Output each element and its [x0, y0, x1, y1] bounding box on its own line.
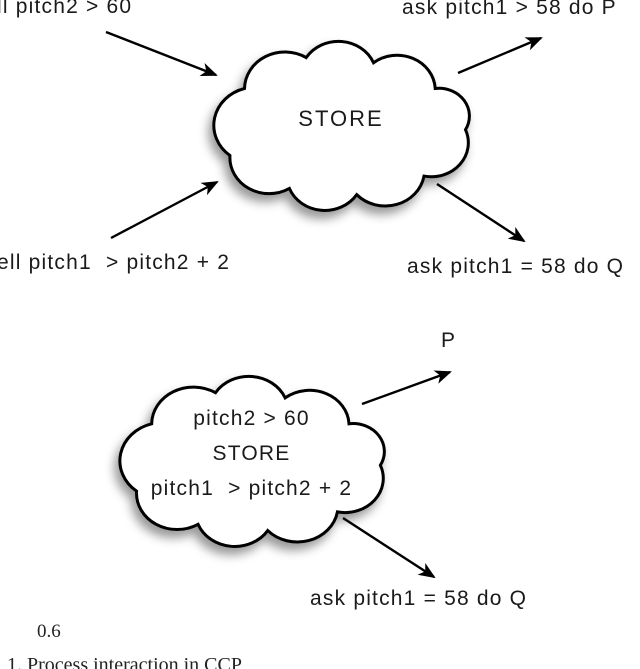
cloud-outline	[120, 376, 384, 546]
page-number-fragment: 0.6	[37, 621, 61, 642]
arrow-store2-to-ask-q	[342, 516, 436, 579]
label-process-p: P	[441, 329, 457, 352]
arrow-tell-pitch1-into-store	[110, 180, 219, 240]
label-tell-pitch2: ll pitch2 > 60	[0, 0, 133, 18]
figure-caption-fragment: 1. Process interaction in CCP	[7, 654, 242, 669]
store-label-1: STORE	[298, 105, 384, 131]
store-cloud-1	[212, 38, 470, 207]
arrow-tell-pitch2-into-store	[105, 30, 218, 77]
label-ask-pitch1-do-q: ask pitch1 = 58 do Q	[407, 255, 625, 278]
label-ask-pitch1-do-p: ask pitch1 > 58 do P	[402, 0, 617, 19]
arrow-store2-to-p	[361, 370, 452, 406]
store-cloud-2-text: pitch2 > 60 STORE pitch1 > pitch2 + 2	[118, 373, 385, 543]
store2-constraint-pitch2: pitch2 > 60	[193, 407, 310, 430]
store2-constraint-pitch1: pitch1 > pitch2 + 2	[150, 477, 353, 500]
cloud-outline	[214, 41, 470, 210]
store-label-2: STORE	[212, 442, 291, 465]
label-tell-pitch1: ell pitch1 > pitch2 + 2	[0, 251, 231, 274]
arrow-store-to-ask-q	[436, 182, 526, 243]
arrow-store-to-ask-p	[457, 36, 543, 75]
label-ask-pitch1-do-q-2: ask pitch1 = 58 do Q	[310, 587, 528, 610]
store-cloud-2	[118, 373, 385, 543]
